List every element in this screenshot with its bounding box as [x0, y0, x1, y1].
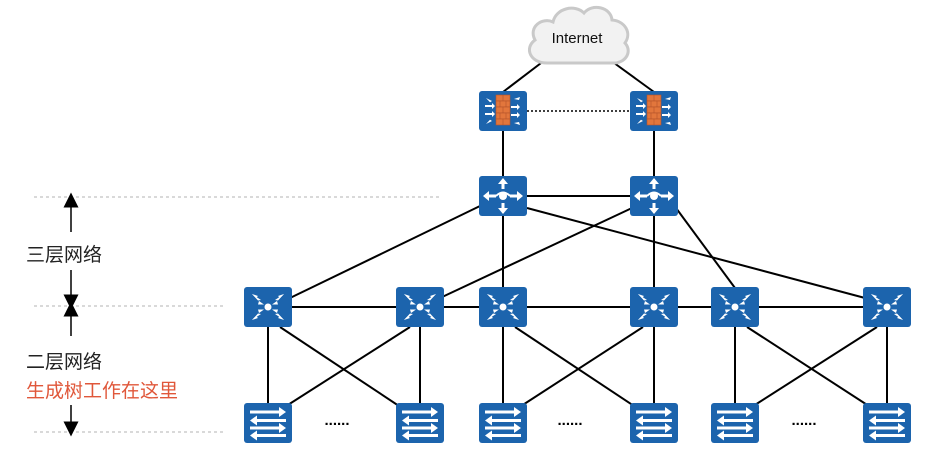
link-a4-s3 [514, 326, 644, 411]
cloud-icon: Internet [527, 5, 630, 65]
firewall-icon[interactable] [630, 91, 678, 131]
l3-network-label: 三层网络 [26, 244, 103, 266]
firewall-icon[interactable] [479, 91, 527, 131]
ellipsis-pod3: ...... [791, 412, 816, 429]
ellipsis-pod1: ...... [324, 412, 349, 429]
access-switch-icon[interactable] [396, 403, 444, 443]
access-switch-icon[interactable] [863, 403, 911, 443]
aggregation-switch-icon[interactable] [630, 287, 678, 327]
aggregation-switch-icon[interactable] [479, 287, 527, 327]
access-switch-icon[interactable] [479, 403, 527, 443]
link-cloud-fw2 [609, 59, 655, 93]
router-icon[interactable] [630, 176, 678, 216]
cloud-label: Internet [552, 30, 604, 47]
link-r1-a1 [289, 205, 481, 299]
aggregation-switch-icon[interactable] [863, 287, 911, 327]
ellipsis-pod2: ...... [557, 412, 582, 429]
stp-note-label: 生成树工作在这里 [26, 380, 179, 402]
link-r2-a2 [439, 207, 633, 299]
link-r1-a6 [526, 207, 866, 299]
link-a1-s2 [279, 326, 406, 411]
link-a6-s5 [746, 326, 878, 411]
aggregation-switch-icon[interactable] [244, 287, 292, 327]
aggregation-switch-icon[interactable] [711, 287, 759, 327]
access-switch-icon[interactable] [711, 403, 759, 443]
l2-network-label: 二层网络 [26, 351, 103, 373]
link-a2-s1 [279, 326, 411, 411]
router-icon[interactable] [479, 176, 527, 216]
link-r2-a5 [675, 207, 736, 289]
link-cloud-fw1 [502, 59, 546, 93]
access-switch-icon[interactable] [244, 403, 292, 443]
links [267, 59, 888, 411]
access-switch-icon[interactable] [630, 403, 678, 443]
aggregation-switch-icon[interactable] [396, 287, 444, 327]
